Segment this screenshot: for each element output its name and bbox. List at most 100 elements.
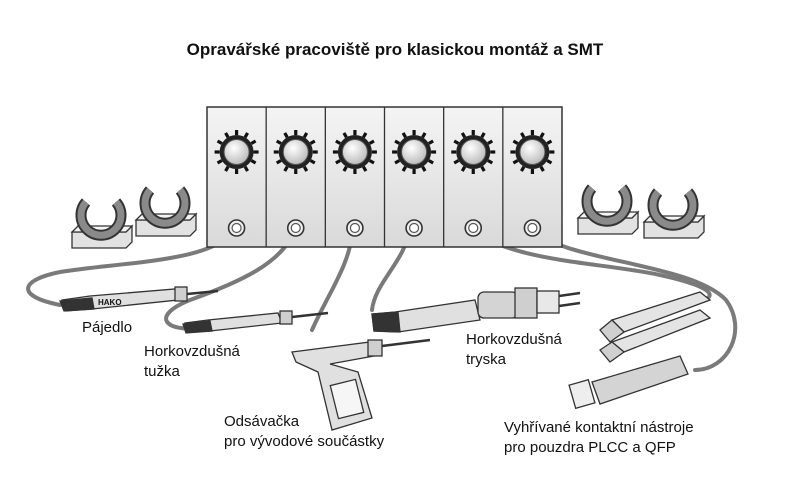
- knob-tick: [250, 139, 257, 145]
- knob-tick: [283, 132, 289, 139]
- knob-tick: [428, 159, 434, 165]
- knob-tick: [362, 132, 368, 139]
- holder-cradle: [141, 187, 189, 227]
- knob-tick: [421, 132, 427, 139]
- station-module: [443, 107, 496, 247]
- knob-tick: [335, 139, 341, 145]
- knob-tick: [243, 132, 249, 139]
- label-hot-air-pencil: Horkovzdušná tužka: [144, 342, 240, 382]
- knob-tick: [401, 132, 407, 139]
- knob-tick: [224, 165, 230, 172]
- knob-tick: [453, 159, 460, 165]
- knob-tick: [512, 159, 519, 165]
- knob-tick: [480, 132, 486, 139]
- knob-tick: [342, 132, 348, 139]
- knob-tick: [428, 139, 434, 145]
- label-hot-air-nozzle: Horkovzdušná tryska: [466, 330, 562, 370]
- control-knob: [223, 139, 250, 165]
- knob-scale: [332, 130, 377, 174]
- knob-scale: [392, 130, 437, 174]
- knob-tick: [520, 165, 526, 172]
- label-iron-line-1: Pájedlo: [82, 319, 133, 336]
- knob-tick: [487, 159, 494, 165]
- tool-holder: [70, 198, 134, 249]
- knob-scale: [451, 130, 496, 174]
- holder-cradle: [583, 185, 631, 225]
- knob-tick: [546, 159, 553, 165]
- tool-socket-inner: [527, 222, 538, 234]
- label-desoldering-line-2: pro vývodové součástky: [224, 433, 385, 450]
- knob-tick: [394, 159, 401, 165]
- control-station: [206, 106, 563, 248]
- tool-socket-inner: [290, 222, 301, 234]
- knob-tick: [460, 132, 467, 139]
- desoldering-gun: [291, 338, 431, 431]
- knob-tick: [335, 159, 341, 165]
- knob-tick: [309, 159, 316, 165]
- iron-brand-text: HAKO: [98, 298, 122, 307]
- station-module: [324, 107, 377, 247]
- knob-tick: [283, 165, 289, 172]
- cable-iron: [26, 226, 236, 307]
- knob-tick: [342, 165, 348, 172]
- holder-cradle: [649, 189, 697, 229]
- knob-tick: [487, 139, 494, 145]
- knob-tick: [243, 165, 249, 172]
- label-hot-air-pencil-line-1: Horkovzdušná: [144, 343, 240, 360]
- station-module: [214, 130, 259, 237]
- knob-tick: [480, 165, 486, 172]
- label-desoldering-line-1: Odsávačka: [224, 413, 300, 430]
- knob-tick: [401, 165, 407, 172]
- holder-cradle: [77, 199, 125, 239]
- label-desoldering: Odsávačka pro vývodové součástky: [224, 412, 384, 452]
- knob-tick: [539, 165, 545, 172]
- label-tweezers-line-1: Vyhřívané kontaktní nástroje: [504, 419, 694, 436]
- knob-tick: [539, 132, 545, 139]
- tool-socket-inner: [408, 222, 420, 234]
- knob-tick: [275, 159, 282, 165]
- control-knob: [519, 139, 546, 165]
- tool-holders: [70, 184, 706, 249]
- knob-tick: [275, 139, 282, 145]
- knob-tick: [309, 139, 316, 145]
- knob-tick: [520, 132, 526, 139]
- tool-holder: [642, 188, 706, 239]
- knob-scale: [214, 130, 259, 174]
- knob-tick: [224, 132, 230, 139]
- label-iron: Pájedlo: [82, 318, 132, 338]
- label-hot-air-nozzle-line-2: tryska: [466, 351, 507, 368]
- knob-tick: [368, 139, 375, 145]
- knob-tick: [394, 139, 401, 145]
- diagram-title: Opravářské pracoviště pro klasickou mont…: [186, 40, 604, 59]
- knob-tick: [546, 139, 553, 145]
- control-knob: [401, 139, 428, 165]
- knob-tick: [421, 165, 427, 172]
- knob-scale: [273, 130, 318, 174]
- knob-tick: [362, 165, 368, 172]
- hot-air-pencil: [182, 310, 329, 334]
- tool-holder: [134, 186, 198, 237]
- station-module: [383, 107, 437, 247]
- knob-tick: [460, 165, 467, 172]
- station-modules: [214, 107, 555, 247]
- cable-tweezers-2: [530, 226, 738, 372]
- station-module: [502, 107, 555, 247]
- knob-tick: [368, 159, 375, 165]
- control-knob: [341, 139, 368, 165]
- label-tweezers: Vyhřívané kontaktní nástroje pro pouzdra…: [504, 418, 694, 458]
- tool-socket-inner: [468, 222, 479, 234]
- soldering-iron: HAKO: [59, 286, 219, 312]
- knob-tick: [216, 139, 223, 145]
- station-module: [265, 107, 318, 247]
- heated-tweezers: [568, 291, 712, 410]
- hot-air-nozzle: [371, 287, 581, 333]
- control-knob: [460, 139, 487, 165]
- knob-tick: [302, 132, 309, 139]
- label-hot-air-pencil-line-2: tužka: [144, 363, 180, 380]
- tool-holder: [576, 184, 640, 235]
- tool-socket-inner: [231, 222, 242, 234]
- label-hot-air-nozzle-line-1: Horkovzdušná: [466, 331, 562, 348]
- knob-tick: [512, 139, 519, 145]
